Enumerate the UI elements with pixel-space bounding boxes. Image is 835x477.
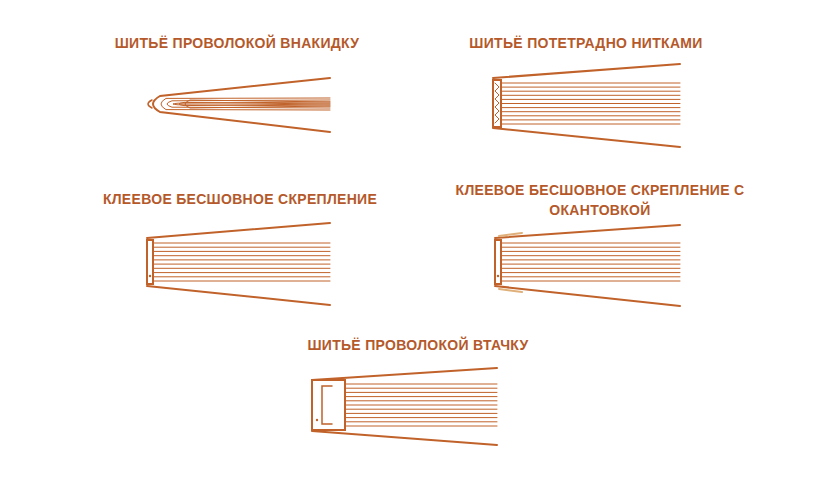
page-line xyxy=(154,247,330,248)
page-line xyxy=(502,259,680,260)
pages xyxy=(161,98,330,110)
page-line xyxy=(346,392,497,393)
page-line xyxy=(502,247,680,248)
page-line xyxy=(346,400,497,401)
edging-tape xyxy=(499,233,522,292)
page-line xyxy=(502,251,680,252)
cover xyxy=(493,64,680,147)
cover xyxy=(147,223,330,305)
spine xyxy=(147,240,153,284)
page-line xyxy=(346,421,497,422)
page-line xyxy=(502,255,680,256)
page-line xyxy=(185,100,330,108)
page-line xyxy=(346,388,497,389)
pages xyxy=(502,243,680,281)
page-line xyxy=(502,124,680,125)
page-line xyxy=(161,98,330,110)
binding-type-label: КЛЕЕВОЕ БЕСШОВНОЕ СКРЕПЛЕНИЕ xyxy=(80,189,400,209)
glue-dot xyxy=(497,275,499,277)
wire-staple xyxy=(322,386,332,424)
page-line xyxy=(502,272,680,273)
spine xyxy=(495,240,501,284)
page-line xyxy=(179,102,330,105)
page-line xyxy=(502,268,680,269)
wire-staple xyxy=(148,100,152,108)
page-line xyxy=(502,264,680,265)
cover xyxy=(312,368,497,445)
binding-type-label: ШИТЬЁ ПОТЕТРАДНО НИТКАМИ xyxy=(426,33,746,53)
pages xyxy=(502,83,680,124)
page-line xyxy=(154,259,330,260)
page-line xyxy=(502,115,680,116)
glue-dot xyxy=(149,275,151,277)
page-line xyxy=(154,272,330,273)
binding-drawings xyxy=(147,64,680,445)
page-line xyxy=(502,243,680,244)
page-line xyxy=(346,426,497,427)
spine xyxy=(493,80,501,127)
binding-type-label: ШИТЬЁ ПРОВОЛОКОЙ ВТАЧКУ xyxy=(258,335,578,355)
page-line xyxy=(502,91,680,92)
page-line xyxy=(346,405,497,406)
page-line xyxy=(502,276,680,277)
page-line xyxy=(167,100,330,108)
page-line xyxy=(502,111,680,112)
page-line xyxy=(346,384,497,385)
page-line xyxy=(154,255,330,256)
cover xyxy=(153,78,330,132)
page-line xyxy=(502,119,680,120)
page-line xyxy=(502,103,680,104)
page-line xyxy=(502,281,680,282)
glue-dot xyxy=(316,419,318,421)
block-spine xyxy=(312,380,345,430)
page-line xyxy=(173,102,330,106)
page-line xyxy=(154,264,330,265)
binding-type-label: ШИТЬЁ ПРОВОЛОКОЙ ВНАКИДКУ xyxy=(77,33,397,53)
page-line xyxy=(502,99,680,100)
page-line xyxy=(154,268,330,269)
page-line xyxy=(346,413,497,414)
page-line xyxy=(154,276,330,277)
page-line xyxy=(154,281,330,282)
pages xyxy=(346,384,497,426)
page-line xyxy=(154,243,330,244)
cover xyxy=(495,225,680,306)
page-line xyxy=(502,95,680,96)
page-line xyxy=(346,409,497,410)
page-line xyxy=(346,396,497,397)
page-line xyxy=(502,87,680,88)
page-line xyxy=(502,83,680,84)
page-line xyxy=(346,417,497,418)
binding-type-label: КЛЕЕВОЕ БЕСШОВНОЕ СКРЕПЛЕНИЕ С ОКАНТОВКО… xyxy=(440,180,760,220)
page-line xyxy=(154,251,330,252)
thread-stitching xyxy=(495,83,499,123)
page-line xyxy=(502,107,680,108)
pages xyxy=(154,243,330,281)
